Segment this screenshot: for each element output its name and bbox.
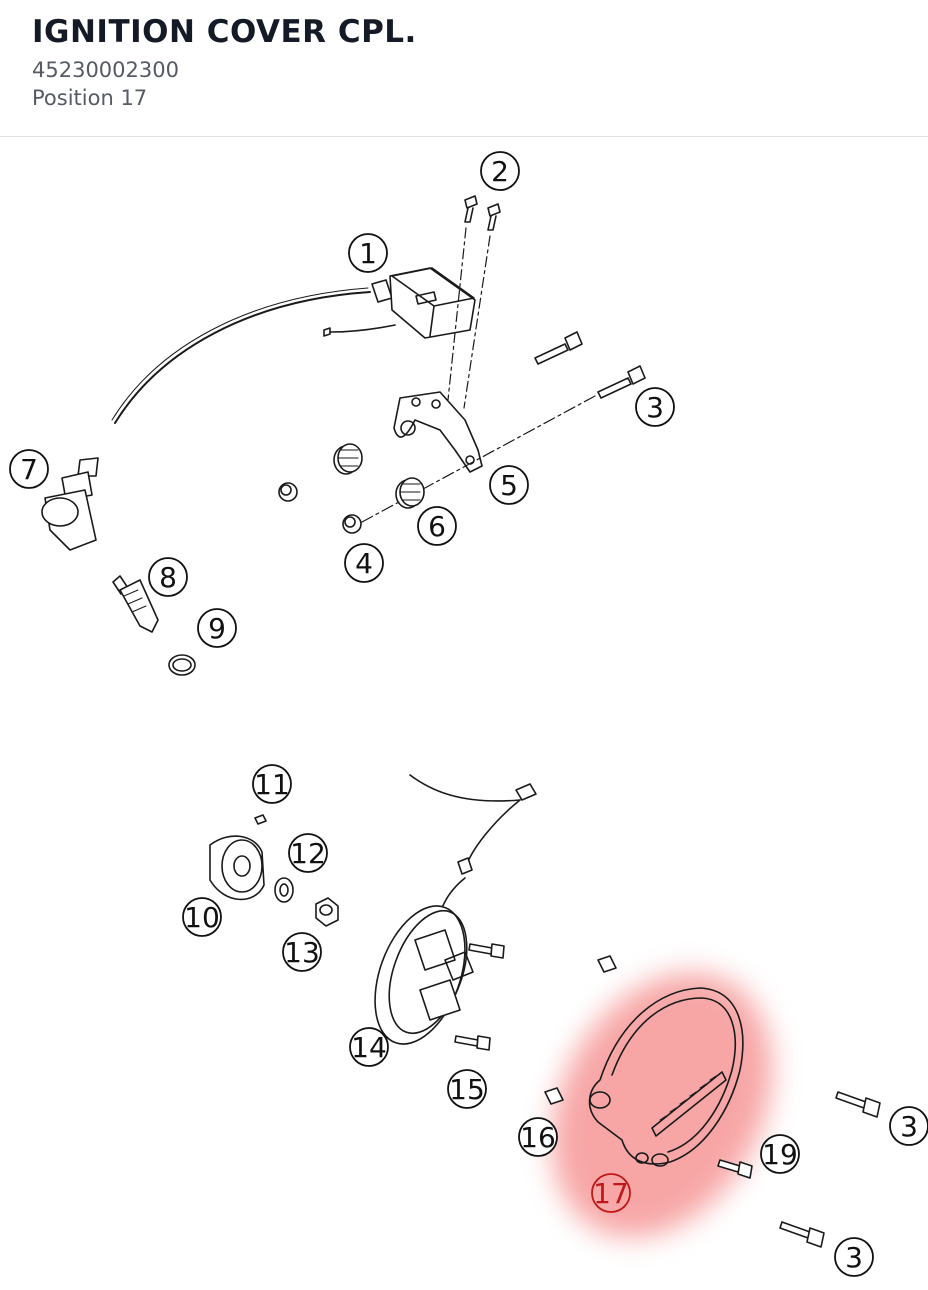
- part-bolts-lower[interactable]: [779, 1091, 881, 1248]
- callout-circle: [288, 833, 328, 873]
- callout-1[interactable]: 1: [348, 233, 388, 273]
- part-coil-screws[interactable]: [447, 195, 501, 409]
- callout-circle: [182, 897, 222, 937]
- callout-number: 12: [290, 837, 326, 870]
- part-sealing-ring[interactable]: [168, 654, 196, 676]
- callout-number: 3: [845, 1241, 863, 1274]
- callout-number: 9: [208, 612, 226, 645]
- callout-number: 14: [351, 1031, 387, 1064]
- callout-4[interactable]: 4: [344, 543, 384, 583]
- part-title: IGNITION COVER CPL.: [32, 14, 417, 50]
- part-stator-screws[interactable]: [454, 943, 505, 1051]
- callout-circle: [348, 233, 388, 273]
- callout-number: 19: [762, 1138, 798, 1171]
- callout-12[interactable]: 12: [288, 833, 328, 873]
- callout-6[interactable]: 6: [417, 506, 457, 546]
- callout-number: 13: [284, 936, 320, 969]
- callout-circle: [480, 151, 520, 191]
- callout-5[interactable]: 5: [489, 465, 529, 505]
- callout-circle: [252, 764, 292, 804]
- part-bracket[interactable]: [393, 391, 483, 473]
- part-rotor[interactable]: [209, 835, 265, 901]
- callout-number: 15: [449, 1073, 485, 1106]
- callout-number: 16: [520, 1121, 556, 1154]
- callout-number: 8: [159, 561, 177, 594]
- callout-16[interactable]: 16: [518, 1117, 558, 1157]
- callout-circle: [489, 465, 529, 505]
- part-spark-plug-connector[interactable]: [41, 457, 99, 551]
- callout-8[interactable]: 8: [148, 557, 188, 597]
- part-ignition-cover[interactable]: [588, 987, 744, 1167]
- callout-10[interactable]: 10: [182, 897, 222, 937]
- callout-circle: [447, 1069, 487, 1109]
- callout-number: 6: [428, 510, 446, 543]
- callout-circle: [591, 1173, 631, 1213]
- callout-circle: [834, 1237, 874, 1277]
- callout-number: 4: [355, 547, 373, 580]
- callout-circle: [148, 557, 188, 597]
- part-header: IGNITION COVER CPL. 45230002300 Position…: [0, 0, 928, 137]
- callout-circle: [9, 449, 49, 489]
- part-key[interactable]: [254, 814, 267, 825]
- part-dowel-sleeves[interactable]: [544, 955, 617, 1105]
- callout-number: 17: [593, 1177, 629, 1210]
- callout-circle: [282, 932, 322, 972]
- part-stator[interactable]: [358, 774, 537, 1056]
- callout-2[interactable]: 2: [480, 151, 520, 191]
- part-position: Position 17: [32, 86, 148, 110]
- callout-14[interactable]: 14: [349, 1027, 389, 1067]
- callout-7[interactable]: 7: [9, 449, 49, 489]
- callout-number: 11: [254, 768, 290, 801]
- callout-13[interactable]: 13: [282, 932, 322, 972]
- callout-3[interactable]: 3: [889, 1106, 928, 1146]
- callout-number: 5: [500, 469, 518, 502]
- callout-3[interactable]: 3: [834, 1237, 874, 1277]
- part-washer[interactable]: [274, 877, 294, 903]
- callout-circle: [349, 1027, 389, 1067]
- part-ignition-coil[interactable]: [111, 267, 476, 424]
- callout-19[interactable]: 19: [760, 1134, 800, 1174]
- part-grommets[interactable]: [333, 443, 425, 509]
- part-spark-plug[interactable]: [112, 575, 159, 633]
- part-17-highlight: [551, 972, 773, 1238]
- callout-number: 1: [359, 237, 377, 270]
- callout-circle: [635, 387, 675, 427]
- callout-circle: [889, 1106, 928, 1146]
- callout-circle: [344, 543, 384, 583]
- part-cover-screws[interactable]: [717, 1159, 753, 1179]
- callout-3[interactable]: 3: [635, 387, 675, 427]
- callout-circle: [518, 1117, 558, 1157]
- callout-15[interactable]: 15: [447, 1069, 487, 1109]
- callout-number: 2: [491, 155, 509, 188]
- part-bolts-upper[interactable]: [361, 331, 646, 523]
- callout-circle: [760, 1134, 800, 1174]
- callout-number: 3: [646, 391, 664, 424]
- callout-9[interactable]: 9: [197, 608, 237, 648]
- callout-circle: [197, 608, 237, 648]
- part-sleeves[interactable]: [278, 482, 362, 534]
- callout-17[interactable]: 17: [591, 1173, 631, 1213]
- part-number: 45230002300: [32, 58, 179, 82]
- callout-number: 7: [20, 453, 38, 486]
- callout-11[interactable]: 11: [252, 764, 292, 804]
- callout-circle: [417, 506, 457, 546]
- part-nut[interactable]: [315, 897, 339, 927]
- callout-number: 10: [184, 901, 220, 934]
- callout-number: 3: [900, 1110, 918, 1143]
